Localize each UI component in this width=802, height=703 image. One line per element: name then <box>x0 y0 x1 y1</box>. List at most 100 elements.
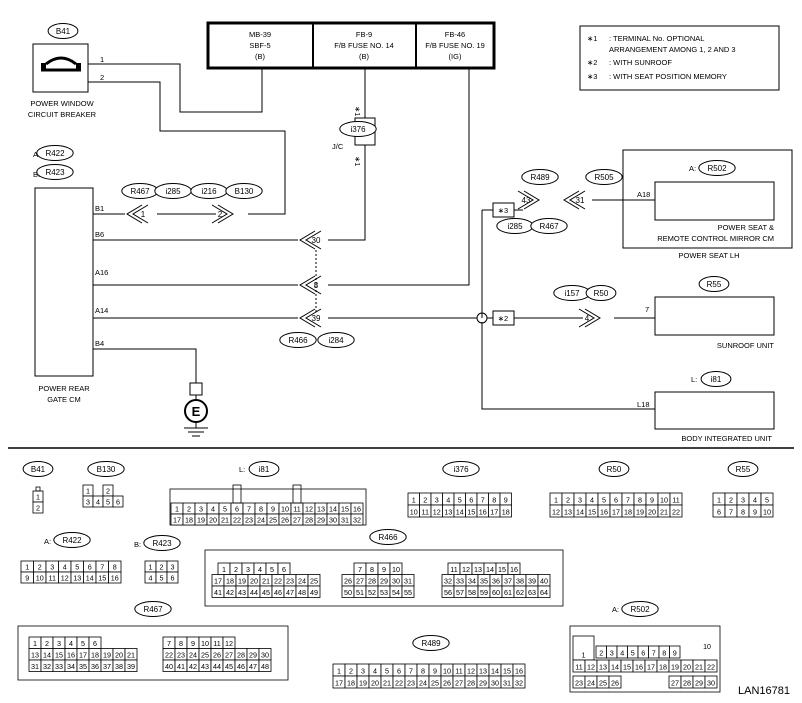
gate-cm-prefix-a: A: <box>33 150 40 159</box>
cv-r466-g1-pin: 4 <box>258 565 262 574</box>
cv-b130-pin: 6 <box>116 498 120 507</box>
fuse2-l1: FB-9 <box>356 30 372 39</box>
cv-r502-r1-pin: 2 <box>599 649 603 658</box>
biu-prefix: L: <box>691 375 697 384</box>
conn-31-label: 31 <box>576 196 585 205</box>
fuse1-l1: MB-39 <box>249 30 271 39</box>
cv-r423-tag-oval <box>143 535 181 551</box>
cv-i81-pin: 8 <box>259 505 263 514</box>
cv-r55-pin: 10 <box>763 508 771 517</box>
cv-i376-pin: 17 <box>490 508 498 517</box>
cv-r467-g1-pin: 19 <box>103 651 111 660</box>
fuse2-l2: F/B FUSE NO. 14 <box>334 41 394 50</box>
power-seat-label2: REMOTE CONTROL MIRROR CM <box>657 234 774 243</box>
gate-cm-prefix-b: B: <box>33 170 40 179</box>
cv-r489-pin: 32 <box>515 679 523 688</box>
cv-b41-tag: B41 <box>31 465 46 474</box>
cv-i81-pin: 9 <box>271 505 275 514</box>
cv-i81-pin: 23 <box>245 516 253 525</box>
cv-r466-g3-pin: 15 <box>498 565 506 574</box>
conn-8-chevron <box>299 275 316 295</box>
tag-r422: R422 <box>45 149 65 158</box>
power-seat-lh-outline <box>622 149 793 249</box>
cv-r422-pin: 16 <box>111 574 119 583</box>
cv-r466-g1-pin: 43 <box>238 588 246 597</box>
cv-r502-r2-pin: 20 <box>683 663 691 672</box>
note1-text: : TERMINAL No. OPTIONAL <box>609 34 704 43</box>
cv-r467-g1-pin: 34 <box>67 662 75 671</box>
cv-r489-pin: 27 <box>455 679 463 688</box>
cv-r489-pin: 19 <box>359 679 367 688</box>
conn-4-label: 4 <box>585 314 590 323</box>
cv-r467-g1-pin: 18 <box>91 651 99 660</box>
cv-r466-g1-pin: 18 <box>226 577 234 586</box>
tag-r505: R505 <box>594 173 614 182</box>
cv-r422-pin: 6 <box>88 563 92 572</box>
cv-i81-pin: 26 <box>281 516 289 525</box>
cv-r50-pin: 15 <box>588 508 596 517</box>
cv-r466-g3-pin: 33 <box>456 577 464 586</box>
cv-r50-pin: 16 <box>600 508 608 517</box>
cv-r423-pin: 5 <box>160 574 164 583</box>
cv-r466-g3-pin: 36 <box>492 577 500 586</box>
cv-r466-g3-pin: 64 <box>540 588 548 597</box>
cv-r502-r2-pin: 13 <box>599 663 607 672</box>
cv-r467-g2-pin: 46 <box>237 662 245 671</box>
tag-r422-oval <box>36 145 74 161</box>
cv-r467-g2-pin: 44 <box>213 662 221 671</box>
conn-43-chevron-inner <box>517 190 534 210</box>
cv-r489-cell <box>512 675 526 689</box>
cv-r466-g1-pin: 24 <box>298 577 306 586</box>
cv-r50-pin: 18 <box>624 508 632 517</box>
power-seat-pin: A18 <box>637 190 650 199</box>
cv-r55-pin: 7 <box>729 508 733 517</box>
cv-r466-tag: R466 <box>378 533 398 542</box>
cv-r422-pin: 14 <box>86 574 94 583</box>
cv-r502-r3a-pin: 26 <box>611 679 619 688</box>
cv-r467-g2-pin: 28 <box>237 651 245 660</box>
cv-r489-pin: 29 <box>479 679 487 688</box>
tag-r55-oval <box>698 276 730 292</box>
cv-r50-pin: 17 <box>612 508 620 517</box>
cv-b41-key <box>35 486 41 492</box>
cv-r422-pin: 12 <box>61 574 69 583</box>
cv-i376-pin: 5 <box>458 496 462 505</box>
cv-r467-g2-cell <box>258 659 272 672</box>
cv-r423-pin: 3 <box>171 563 175 572</box>
cv-b41-pin: 2 <box>36 504 40 513</box>
cv-i376-pin: 14 <box>456 508 464 517</box>
cv-r50-pin: 1 <box>554 496 558 505</box>
cv-r50-pin: 9 <box>650 496 654 505</box>
cv-r467-g1-pin: 3 <box>57 639 61 648</box>
cv-r467-g1-pin: 21 <box>127 651 135 660</box>
cv-i81-key2 <box>292 484 302 504</box>
cv-r50-cell <box>669 504 683 518</box>
cv-r466-g3-pin: 34 <box>468 577 476 586</box>
cv-r466-g1-pin: 1 <box>222 565 226 574</box>
fuse3-l2: F/B FUSE NO. 19 <box>425 41 485 50</box>
conn-2-chevron-inner <box>211 204 228 224</box>
cv-r502-r3a-pin: 25 <box>599 679 607 688</box>
cv-r502-r3b-cell <box>704 675 718 689</box>
cv-r466-g1-pin: 45 <box>262 588 270 597</box>
tag-i81: i81 <box>711 375 722 384</box>
cv-i81-pin: 17 <box>173 516 181 525</box>
cv-r466-g3-pin: 12 <box>462 565 470 574</box>
cv-r502-r3b-pin: 30 <box>707 679 715 688</box>
cv-r466-g2-pin: 31 <box>404 577 412 586</box>
cv-r466-g1-pin: 21 <box>262 577 270 586</box>
cv-r466-g3-pin: 56 <box>444 588 452 597</box>
cv-r489-pin: 16 <box>515 667 523 676</box>
cv-r502-tag: R502 <box>630 605 650 614</box>
cv-r502-r1-pin: 9 <box>673 649 677 658</box>
biu-pin: L18 <box>637 400 650 409</box>
junction-point <box>476 312 488 324</box>
breaker-label2: CIRCUIT BREAKER <box>28 110 97 119</box>
cv-b130-pin: 1 <box>86 487 90 496</box>
cv-r422-tag: R422 <box>62 536 82 545</box>
tag-i284: i284 <box>328 336 344 345</box>
cv-r466-g1-pin: 42 <box>226 588 234 597</box>
cv-r466-g1-pin: 5 <box>270 565 274 574</box>
cv-r466-g1-pin: 23 <box>286 577 294 586</box>
cv-r489-pin: 4 <box>373 667 377 676</box>
